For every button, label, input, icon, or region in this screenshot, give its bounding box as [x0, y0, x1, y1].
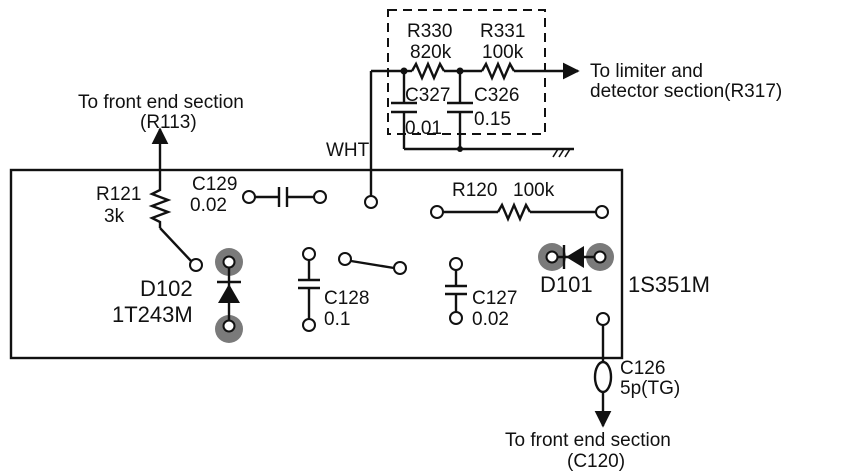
c126-value: 5p(TG): [620, 378, 680, 399]
d101-label: D101: [540, 272, 593, 297]
c327-label: C327: [405, 85, 450, 106]
circuit-board-outline: [9, 168, 624, 360]
r330-value: 820k: [410, 42, 452, 63]
c126-label: C126: [620, 358, 665, 379]
r121-value: 3k: [104, 206, 125, 227]
r120-resistor-symbol: [496, 201, 532, 223]
d101-part: 1S351M: [628, 272, 710, 297]
r331-value: 100k: [482, 42, 524, 63]
r330-label: R330: [407, 21, 452, 42]
jumper-wire: [350, 259, 395, 270]
c127-value: 0.02: [472, 309, 509, 330]
c129-label: C129: [192, 174, 237, 195]
c127-label: C127: [472, 288, 517, 309]
r121-label: R121: [96, 184, 141, 205]
ground-symbol: [552, 147, 574, 158]
d102-part: 1T243M: [112, 302, 193, 327]
rc-filter-network: [369, 60, 580, 197]
c327-value: 0.01: [405, 118, 442, 139]
to-front-end-bottom-line1: To front end section: [505, 430, 671, 451]
wht-wire-label: WHT: [326, 140, 370, 161]
to-front-end-top-line2: (R113): [140, 112, 197, 133]
r330-resistor-symbol: [410, 60, 446, 82]
d101-diode-symbol: [566, 246, 584, 268]
c126-capacitor-symbol: [593, 360, 613, 394]
r121-resistor-symbol: [148, 185, 172, 228]
to-limiter-label-line2: detector section(R317): [590, 81, 782, 102]
d102-diode-symbol: [218, 284, 240, 303]
to-limiter-label-line1: To limiter and: [590, 61, 703, 82]
d102-label: D102: [140, 276, 193, 301]
to-front-end-top-line1: To front end section: [78, 92, 244, 113]
c326-label: C326: [474, 85, 519, 106]
r331-resistor-symbol: [480, 60, 516, 82]
to-front-end-bottom-line2: (C120): [567, 451, 625, 472]
c129-value: 0.02: [190, 195, 227, 216]
c128-label: C128: [324, 288, 369, 309]
r120-label: R120: [452, 180, 497, 201]
c128-value: 0.1: [324, 309, 350, 330]
r120-value: 100k: [513, 180, 555, 201]
c326-value: 0.15: [474, 109, 511, 130]
r331-label: R331: [480, 21, 525, 42]
